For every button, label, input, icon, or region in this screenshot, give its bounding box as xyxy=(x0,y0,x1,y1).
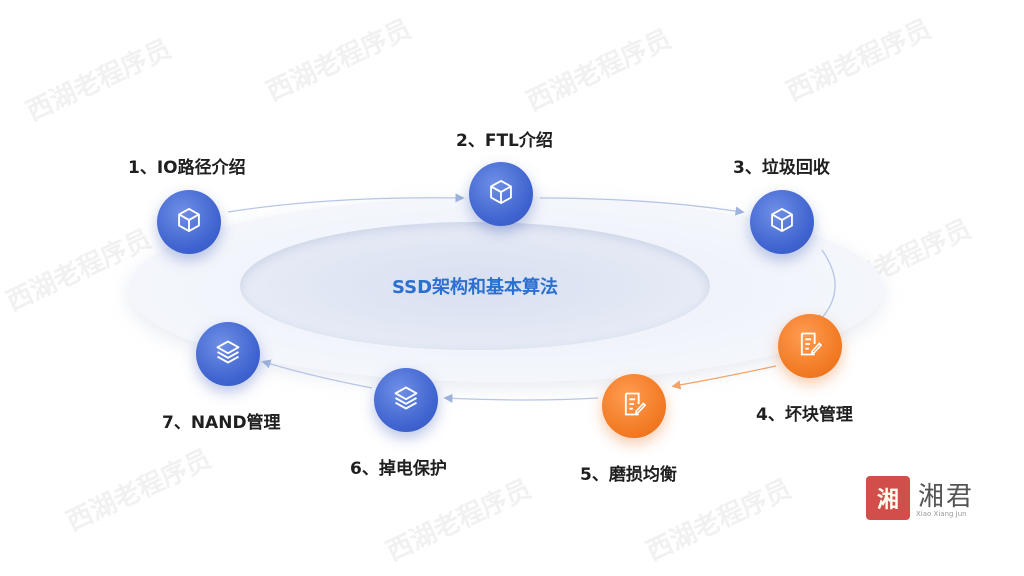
inner-ellipse xyxy=(240,222,710,350)
watermark: 西湖老程序员 xyxy=(782,14,937,108)
layers-icon xyxy=(392,384,420,416)
watermark: 西湖老程序员 xyxy=(522,24,677,118)
logo-subtitle: Xiao Xiang Jun xyxy=(916,510,967,518)
node-label-nand-management: 7、NAND管理 xyxy=(162,413,281,433)
logo: 湘 湘君 Xiao Xiang Jun xyxy=(860,474,1010,532)
cube-icon xyxy=(768,206,796,238)
layers-icon xyxy=(214,338,242,370)
watermark: 西湖老程序员 xyxy=(62,444,217,538)
node-power-loss xyxy=(374,368,438,432)
watermark: 西湖老程序员 xyxy=(382,474,537,568)
cube-icon xyxy=(487,178,515,210)
cube-icon xyxy=(175,206,203,238)
node-label-wear-leveling: 5、磨损均衡 xyxy=(580,465,677,485)
watermark: 西湖老程序员 xyxy=(22,34,177,128)
node-nand-management xyxy=(196,322,260,386)
document-edit-icon xyxy=(620,390,648,422)
node-label-bad-block: 4、坏块管理 xyxy=(756,405,853,425)
node-io-path xyxy=(157,190,221,254)
node-label-garbage-collection: 3、垃圾回收 xyxy=(733,158,830,178)
watermark: 西湖老程序员 xyxy=(262,14,417,108)
arrow-5-6 xyxy=(443,393,599,403)
logo-seal: 湘 xyxy=(866,476,910,520)
node-garbage-collection xyxy=(750,190,814,254)
logo-text: 湘君 xyxy=(918,482,975,512)
node-label-power-loss: 6、掉电保护 xyxy=(350,459,447,479)
node-ftl xyxy=(469,162,533,226)
node-wear-leveling xyxy=(602,374,666,438)
center-title: SSD架构和基本算法 xyxy=(391,277,559,298)
node-label-ftl: 2、FTL介绍 xyxy=(456,131,553,151)
node-bad-block xyxy=(778,314,842,378)
node-label-io-path: 1、IO路径介绍 xyxy=(128,158,246,178)
document-edit-icon xyxy=(796,330,824,362)
